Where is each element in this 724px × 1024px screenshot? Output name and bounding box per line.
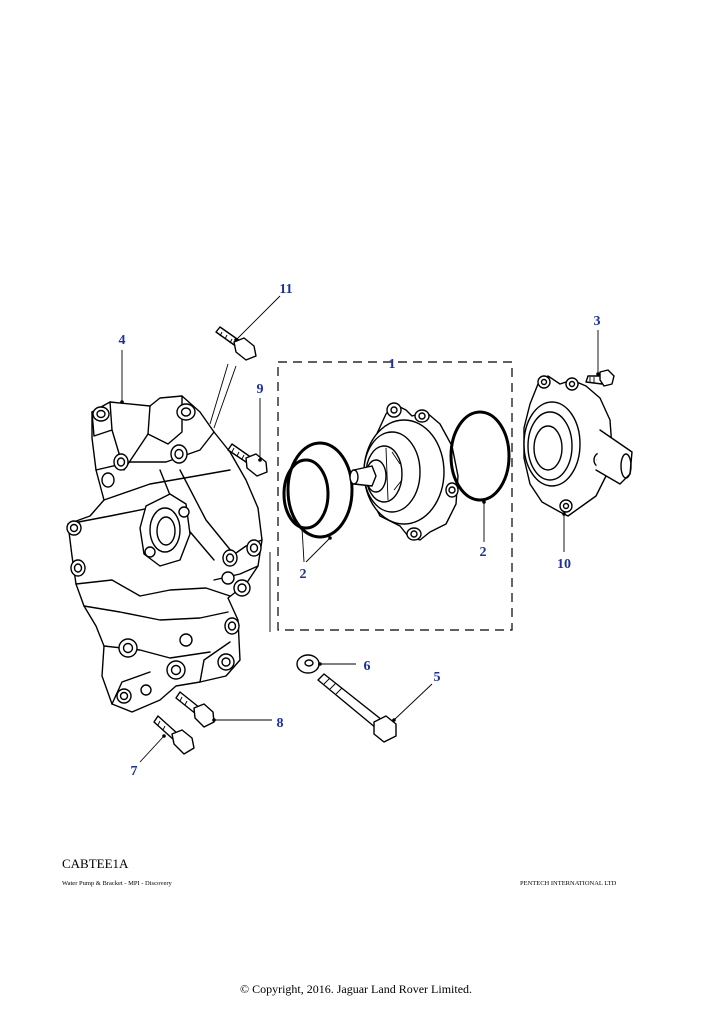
callout-6: 6 <box>364 659 371 674</box>
publisher-label: PENTECH INTERNATIONAL LTD <box>520 880 617 887</box>
diagram-caption: Water Pump & Bracket - MPI - Discovery <box>62 880 172 887</box>
o-ring-pair-part-2 <box>282 441 354 539</box>
long-bolt-part-5 <box>317 673 397 743</box>
assembly-boundary-part-1 <box>277 361 513 631</box>
callout-3: 3 <box>594 314 601 329</box>
bolt-part-11 <box>215 326 257 361</box>
callout-2-left: 2 <box>300 567 307 582</box>
callout-10: 10 <box>557 557 571 572</box>
diagram-code: CABTEE1A <box>62 856 129 871</box>
callout-5: 5 <box>434 670 441 685</box>
bolt-part-8 <box>175 691 215 728</box>
small-bolt-part-3 <box>585 369 615 387</box>
bolt-part-7 <box>153 715 195 755</box>
water-pump-part-1 <box>349 402 459 541</box>
o-ring-part-2 <box>449 410 511 502</box>
washer-part-6 <box>296 654 320 674</box>
callout-9: 9 <box>257 382 264 397</box>
copyright-notice: © Copyright, 2016. Jaguar Land Rover Lim… <box>239 982 473 996</box>
callout-2-right: 2 <box>480 545 487 560</box>
callout-4: 4 <box>119 333 126 348</box>
callout-7: 7 <box>131 764 138 779</box>
bolt-part-9 <box>227 443 268 477</box>
callout-1: 1 <box>389 357 396 372</box>
pump-bracket-part-4 <box>66 395 263 713</box>
pump-cover-part-10 <box>523 375 633 517</box>
leader-lines <box>120 295 600 763</box>
callout-8: 8 <box>277 716 284 731</box>
callout-11: 11 <box>279 282 292 297</box>
